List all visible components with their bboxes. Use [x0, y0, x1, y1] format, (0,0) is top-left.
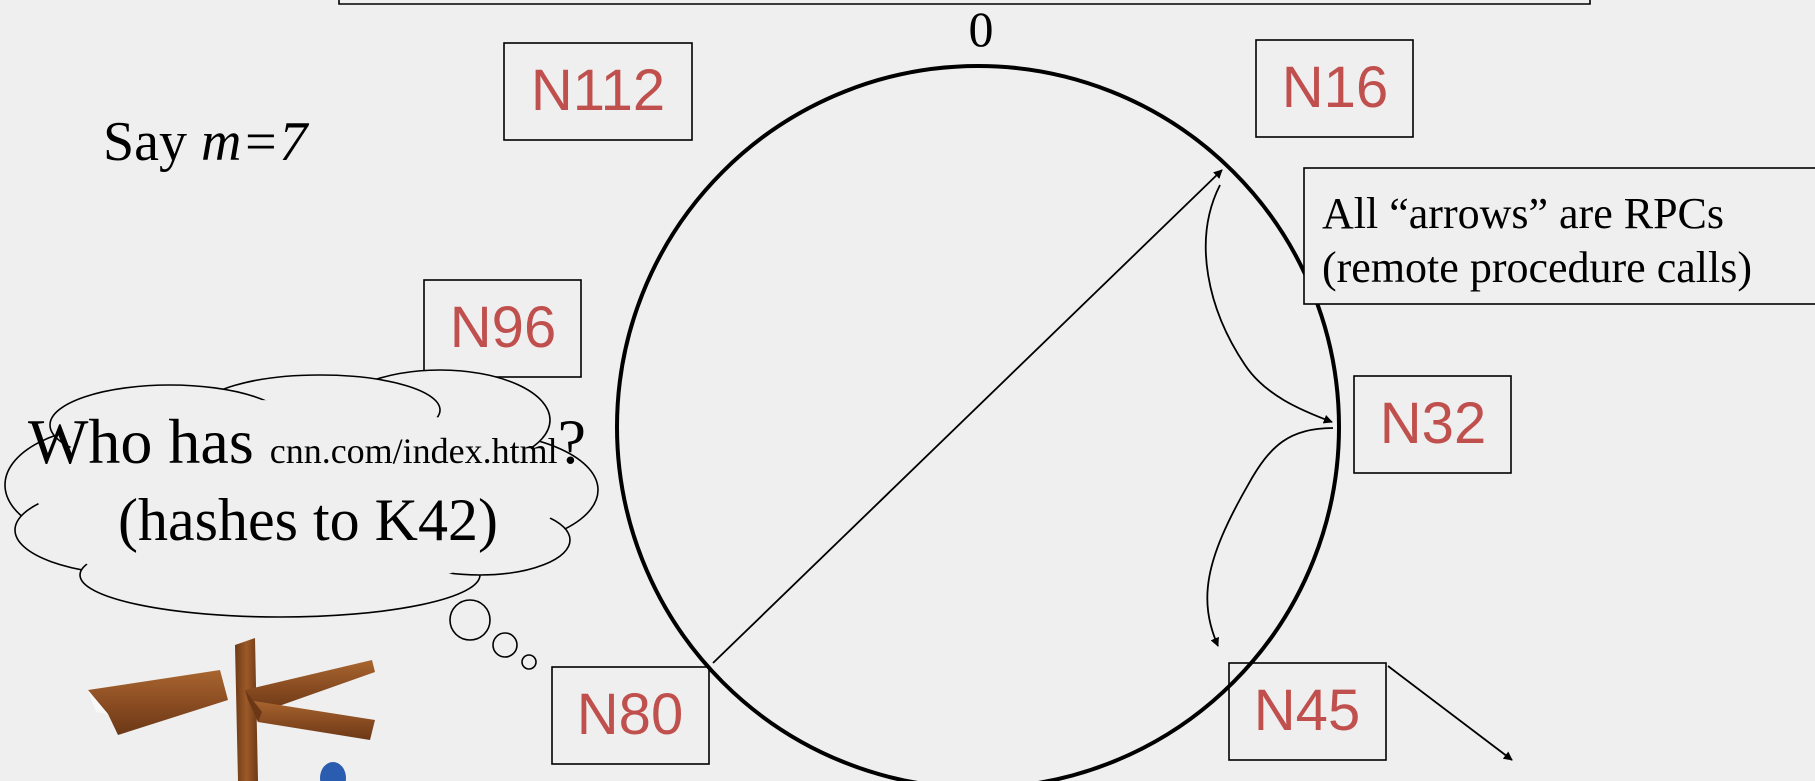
node-box-n45: [1228, 662, 1387, 761]
thought-line1: Who has cnn.com/index.html?: [28, 406, 586, 477]
param-prefix: Say: [103, 111, 201, 173]
node-box-n112: [503, 42, 693, 141]
rpc-arrow-n16-to-n32: [1204, 184, 1333, 424]
node-box-n80: [551, 666, 710, 765]
node-label-n32: N32: [1380, 391, 1486, 456]
rpc-arrow-n32-to-n45: [1206, 427, 1334, 647]
thought-url: cnn.com/index.html: [270, 431, 558, 471]
rpc-note-line2: (remote procedure calls): [1322, 243, 1752, 292]
node-box-n96: [423, 279, 582, 378]
rpc-note-line1-pre: All: [1322, 189, 1389, 238]
param-symbol: m: [201, 111, 241, 173]
node-label-n112: N112: [531, 58, 665, 123]
person-icon: [320, 762, 346, 781]
thought-bubble-small: [521, 654, 537, 670]
rpc-note-line1: All “arrows” are RPCs: [1322, 189, 1724, 238]
thought-line1-pre: Who has: [28, 406, 270, 477]
thought-bubble-medium: [492, 632, 518, 658]
rpc-arrow-n45-onward: [1387, 665, 1513, 761]
node-label-n80: N80: [577, 682, 683, 747]
rpc-arrow-n80-to-n16: [712, 169, 1223, 664]
node-label-n16: N16: [1282, 55, 1388, 120]
thought-bubble-large: [449, 599, 491, 641]
thought-cloud: [4, 369, 599, 670]
rpc-note-line1-quoted: “arrows”: [1389, 189, 1548, 238]
top-frame-box: [338, 0, 1591, 5]
node-box-n32: [1353, 375, 1512, 474]
signpost-icon: [88, 638, 375, 781]
param-label: Say m=7: [103, 111, 309, 173]
node-box-n16: [1255, 39, 1414, 138]
ring-zero-label: 0: [969, 1, 994, 57]
rpc-note-line1-post: are RPCs: [1548, 189, 1724, 238]
node-label-n45: N45: [1254, 678, 1360, 743]
rpc-note-box: [1303, 167, 1815, 305]
chord-ring: [615, 64, 1341, 781]
thought-line2: (hashes to K42): [118, 487, 498, 553]
param-value: =7: [241, 111, 309, 173]
node-label-n96: N96: [450, 295, 556, 360]
thought-line1-post: ?: [558, 406, 586, 477]
